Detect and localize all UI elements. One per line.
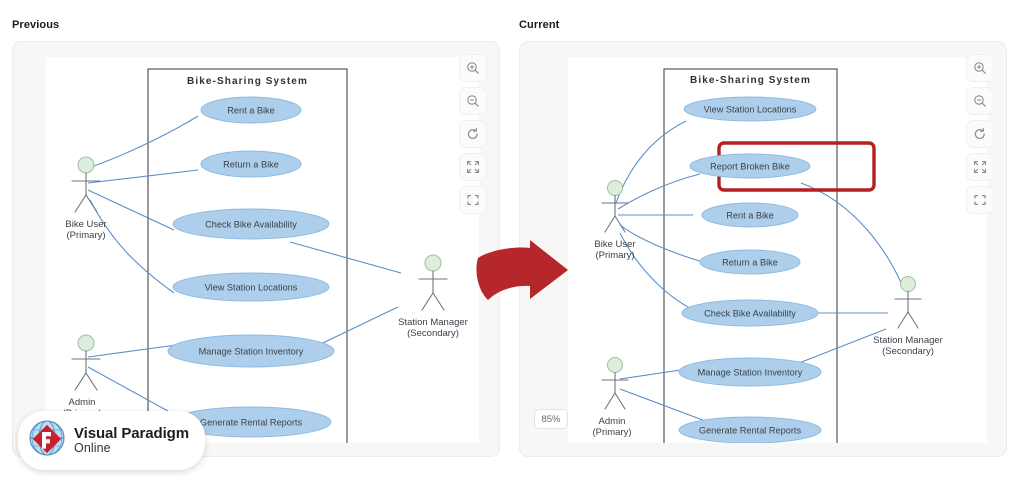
fullscreen-icon <box>973 193 987 207</box>
association-line <box>89 199 175 294</box>
association-line <box>619 224 704 263</box>
use-case-label: Report Broken Bike <box>710 162 790 172</box>
use-case-label: View Station Locations <box>704 105 797 115</box>
use-case-label: Manage Station Inventory <box>199 347 304 357</box>
association-line <box>87 343 185 358</box>
actor-admin[interactable]: Admin (Primary) <box>592 357 632 439</box>
system-title: Bike-Sharing System <box>690 75 811 86</box>
zoom-in-icon <box>466 61 480 75</box>
reset-view-button[interactable] <box>459 120 487 148</box>
actor-name: Admin <box>599 416 626 427</box>
use-case-label: Rent a Bike <box>227 106 275 116</box>
actor-bike-user[interactable]: Bike User (Primary) <box>594 180 636 262</box>
visual-paradigm-watermark[interactable]: Visual Paradigm Online <box>18 411 205 470</box>
actor-name: Station Manager <box>873 335 943 346</box>
previous-usecase-diagram: Bike-Sharing System Rent a Bike <box>62 68 468 443</box>
use-case-label: Manage Station Inventory <box>698 368 803 378</box>
vp-globe-logo-icon <box>27 418 67 463</box>
association-line <box>87 189 175 231</box>
actor-station-manager[interactable]: Station Manager (Secondary) <box>873 276 943 358</box>
association-line <box>87 115 199 169</box>
reset-icon <box>973 127 987 141</box>
use-case-label: Generate Rental Reports <box>200 418 303 428</box>
use-case-node[interactable]: Generate Rental Reports <box>678 416 822 443</box>
actor-bike-user[interactable]: Bike User (Primary) <box>65 156 107 241</box>
system-boundary-box <box>147 68 348 443</box>
current-panel-caption: Current <box>519 19 560 31</box>
previous-diagram-canvas[interactable]: Bike-Sharing System Rent a Bike <box>46 57 479 443</box>
actor-role: (Secondary) <box>882 346 934 357</box>
actor-role: (Secondary) <box>407 328 459 339</box>
use-case-label: View Station Locations <box>205 283 298 293</box>
fullscreen-button[interactable] <box>966 186 994 214</box>
association-line <box>289 241 402 274</box>
actor-station-manager[interactable]: Station Manager (Secondary) <box>398 254 468 339</box>
zoom-in-button[interactable] <box>459 54 487 82</box>
use-case-node[interactable]: Manage Station Inventory <box>167 334 335 368</box>
fullscreen-icon <box>466 193 480 207</box>
fit-screen-icon <box>973 160 987 174</box>
actor-name: Admin <box>69 397 96 408</box>
zoom-level-badge[interactable]: 85% <box>534 409 568 429</box>
use-case-label: Generate Rental Reports <box>699 426 802 436</box>
use-case-label: Check Bike Availability <box>704 309 796 319</box>
use-case-label: Return a Bike <box>223 160 279 170</box>
zoom-in-icon <box>973 61 987 75</box>
use-case-node[interactable]: View Station Locations <box>683 96 817 122</box>
fit-to-screen-button[interactable] <box>966 153 994 181</box>
association-line <box>793 328 887 366</box>
previous-panel-caption: Previous <box>12 19 60 31</box>
current-panel: Bike-Sharing System View Station Locatio… <box>519 41 1007 457</box>
use-case-node[interactable]: View Station Locations <box>172 272 330 302</box>
system-title: Bike-Sharing System <box>187 76 308 87</box>
reset-view-button[interactable] <box>966 120 994 148</box>
watermark-text: Visual Paradigm Online <box>74 426 189 454</box>
fit-to-screen-button[interactable] <box>459 153 487 181</box>
actor-admin[interactable]: Admin (Primary) <box>62 334 102 419</box>
use-case-node[interactable]: Check Bike Availability <box>681 299 819 327</box>
zoom-in-button[interactable] <box>966 54 994 82</box>
use-case-label: Check Bike Availability <box>205 220 297 230</box>
use-case-label: Rent a Bike <box>726 211 774 221</box>
use-case-node[interactable]: Check Bike Availability <box>172 208 330 240</box>
use-case-node[interactable]: Return a Bike <box>200 150 302 178</box>
actor-name: Bike User <box>594 239 635 250</box>
watermark-line-2: Online <box>74 440 111 455</box>
fit-screen-icon <box>466 160 480 174</box>
association-line <box>87 169 199 184</box>
actor-role: (Primary) <box>592 427 631 438</box>
zoom-out-icon <box>973 94 987 108</box>
actor-role: (Primary) <box>66 230 105 241</box>
fullscreen-button[interactable] <box>459 186 487 214</box>
previous-diagram-toolbar <box>459 54 487 214</box>
actor-name: Station Manager <box>398 317 468 328</box>
actor-name: Bike User <box>65 219 106 230</box>
use-case-label: Return a Bike <box>722 258 778 268</box>
use-case-node[interactable]: Manage Station Inventory <box>678 357 822 387</box>
zoom-out-button[interactable] <box>459 87 487 115</box>
association-line <box>619 388 717 426</box>
current-usecase-diagram: Bike-Sharing System View Station Locatio… <box>592 68 943 443</box>
zoom-out-button[interactable] <box>966 87 994 115</box>
highlighted-use-case-node[interactable]: Report Broken Bike <box>689 141 876 192</box>
use-case-node[interactable]: Rent a Bike <box>200 96 302 124</box>
association-line <box>617 173 701 210</box>
use-case-node[interactable]: Rent a Bike <box>701 202 799 228</box>
use-case-node[interactable]: Return a Bike <box>699 249 801 275</box>
transition-arrow <box>468 232 574 323</box>
current-diagram-canvas[interactable]: Bike-Sharing System View Station Locatio… <box>568 57 987 443</box>
previous-panel: Bike-Sharing System Rent a Bike <box>12 41 500 457</box>
zoom-out-icon <box>466 94 480 108</box>
reset-icon <box>466 127 480 141</box>
watermark-line-1: Visual Paradigm <box>74 425 189 443</box>
actor-role: (Primary) <box>595 250 634 261</box>
current-diagram-toolbar <box>966 54 994 214</box>
